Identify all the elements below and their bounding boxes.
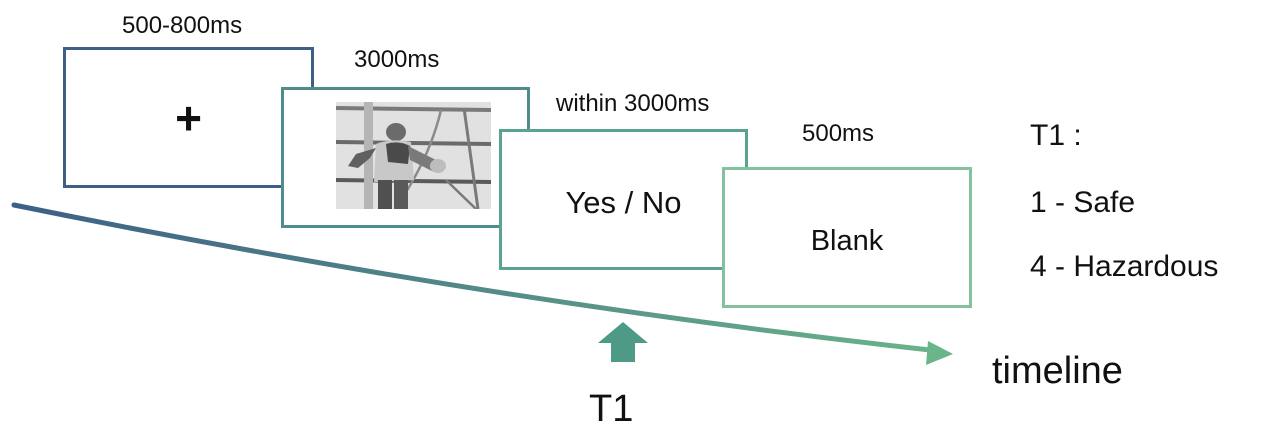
frame-3-duration-label: within 3000ms xyxy=(556,90,710,117)
frame-4-duration-label: 500ms xyxy=(802,120,875,147)
image-frame xyxy=(281,87,530,228)
legend-item-hazardous: 4 - Hazardous xyxy=(1030,250,1219,283)
t1-marker-label: T1 xyxy=(589,388,634,430)
legend-title: T1 : xyxy=(1030,119,1082,152)
fixation-cross: + xyxy=(175,92,202,144)
legend-item-safe: 1 - Safe xyxy=(1030,186,1136,219)
timeline-line xyxy=(11,202,933,353)
frame-2-duration-label: 3000ms xyxy=(354,46,440,73)
timeline-label: timeline xyxy=(992,350,1123,392)
worker-on-scaffolding-photo xyxy=(336,102,491,209)
response-prompt: Yes / No xyxy=(565,185,682,220)
blank-label: Blank xyxy=(810,225,884,257)
blank-frame: Blank xyxy=(722,167,972,308)
up-arrow-icon xyxy=(598,322,648,362)
frame-1-duration-label: 500-800ms xyxy=(122,12,243,39)
fixation-frame: + xyxy=(63,47,314,188)
response-frame: Yes / No xyxy=(499,129,748,270)
timeline-arrowhead-icon xyxy=(926,341,953,365)
